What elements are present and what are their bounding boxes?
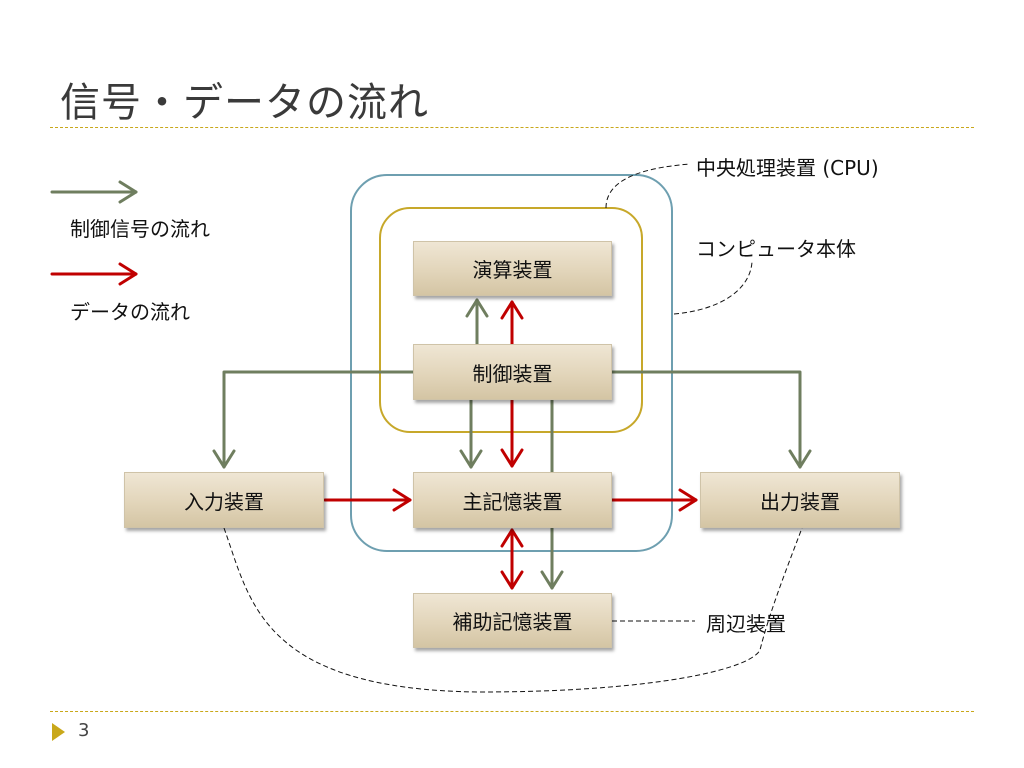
auxiliary-storage-label: 補助記憶装置 bbox=[452, 610, 573, 634]
main-memory-box: 主記憶装置 bbox=[413, 472, 612, 528]
body-leader-line bbox=[673, 261, 753, 315]
control-to-input-arrow bbox=[212, 370, 415, 469]
peripheral-leader-line bbox=[223, 527, 803, 693]
input-device-label: 入力装置 bbox=[184, 489, 264, 514]
control-to-output-arrow bbox=[610, 370, 812, 469]
peripherals-annotation: 周辺装置 bbox=[706, 612, 786, 636]
main-memory-to-output-data-arrow bbox=[610, 488, 698, 512]
arithmetic-unit-label: 演算装置 bbox=[472, 258, 553, 282]
control-unit-box: 制御装置 bbox=[413, 344, 612, 400]
arithmetic-unit-box: 演算装置 bbox=[413, 241, 612, 296]
legend-control-arrow bbox=[50, 180, 138, 204]
cpu-annotation: 中央処理装置 (CPU) bbox=[696, 156, 879, 180]
footer-triangle-icon bbox=[52, 723, 65, 741]
footer-divider bbox=[50, 711, 974, 712]
control-to-arithmetic-arrow bbox=[465, 298, 489, 347]
slide-title: 信号・データの流れ bbox=[60, 80, 429, 126]
output-device-label: 出力装置 bbox=[760, 489, 840, 514]
input-device-box: 入力装置 bbox=[124, 472, 324, 528]
control-to-main-memory-arrow bbox=[459, 398, 483, 469]
legend-data-label: データの流れ bbox=[70, 300, 190, 324]
computer-body-annotation: コンピュータ本体 bbox=[696, 237, 856, 261]
cpu-leader-line bbox=[605, 163, 691, 209]
main-memory-label: 主記憶装置 bbox=[462, 489, 563, 514]
title-divider bbox=[50, 127, 974, 128]
legend-control-label: 制御信号の流れ bbox=[70, 217, 210, 241]
page-number: 3 bbox=[78, 720, 90, 741]
main-memory-auxiliary-data-arrow bbox=[500, 528, 524, 590]
control-unit-label: 制御装置 bbox=[472, 361, 553, 386]
legend-data-arrow bbox=[50, 262, 138, 286]
output-device-box: 出力装置 bbox=[700, 472, 900, 528]
input-to-main-memory-data-arrow bbox=[323, 488, 412, 512]
auxiliary-storage-box: 補助記憶装置 bbox=[413, 593, 612, 648]
